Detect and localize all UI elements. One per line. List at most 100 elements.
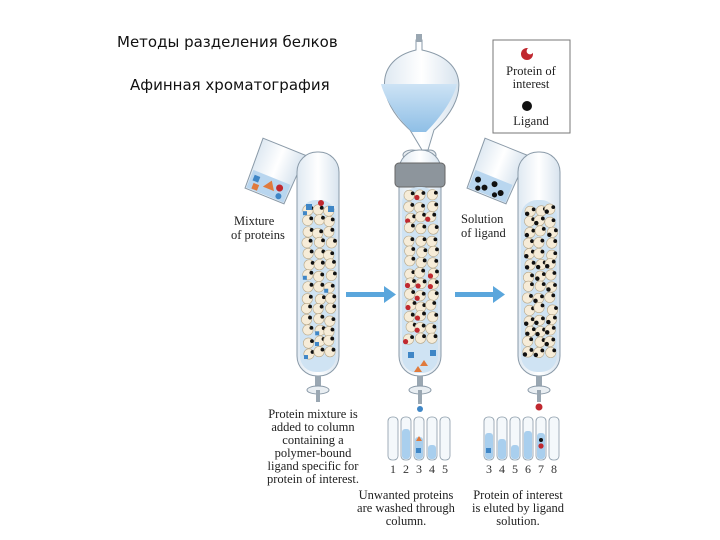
bound-ligand — [540, 303, 545, 308]
bound-ligand — [551, 337, 556, 342]
bound-ligand — [540, 249, 545, 254]
step1-line3: containing a — [282, 433, 344, 447]
free-ligand — [524, 265, 530, 270]
step3-line3: solution. — [496, 514, 539, 528]
unwanted-protein — [408, 352, 414, 358]
bound-ligand — [308, 304, 312, 309]
free-ligand — [533, 298, 538, 304]
legend-protein-label-line2: interest — [513, 77, 550, 91]
bound-protein — [402, 339, 409, 345]
protein-of-interest-icon — [521, 47, 534, 60]
protein-of-interest — [318, 200, 324, 206]
bound-ligand — [551, 205, 556, 210]
ligand-icon — [522, 101, 532, 111]
bound-ligand — [319, 205, 324, 210]
bound-ligand — [530, 239, 534, 244]
bound-protein — [404, 282, 411, 289]
step3-caption: Protein of interest is eluted by ligand … — [472, 488, 565, 528]
step1-line4: polymer-bound — [275, 446, 353, 460]
free-ligand — [535, 276, 540, 281]
free-ligand — [535, 264, 541, 270]
bound-ligand — [541, 226, 546, 231]
legend-protein-label-line1: Protein of — [506, 64, 556, 78]
free-ligand — [522, 352, 528, 357]
bound-ligand — [552, 271, 557, 275]
bound-ligand — [410, 312, 415, 317]
bound-ligand — [411, 247, 416, 251]
bound-protein — [414, 327, 420, 333]
bound-ligand — [529, 348, 534, 352]
unwanted-protein — [416, 448, 421, 453]
bound-ligand — [433, 190, 438, 195]
bound-protein — [414, 315, 421, 321]
bound-ligand — [541, 316, 545, 321]
bound-protein — [414, 295, 420, 301]
elute-tube-rack — [483, 416, 560, 461]
free-ligand — [545, 263, 550, 269]
bound-ligand — [530, 282, 534, 287]
bound-ligand — [410, 335, 414, 340]
bound-protein — [405, 304, 411, 311]
free-ligand — [545, 330, 550, 335]
mixture-label: Mixture of proteins — [231, 214, 285, 242]
bound-protein — [427, 273, 434, 279]
unwanted-protein — [302, 275, 307, 280]
ligand-solution-beaker — [466, 137, 529, 205]
wash-tube-number-1: 1 — [390, 462, 396, 476]
slide-title: Методы разделения белков — [117, 33, 338, 51]
elute-tube-numbers: 3 4 5 6 7 8 — [486, 462, 557, 476]
bound-ligand — [530, 317, 535, 322]
bound-ligand — [553, 239, 558, 243]
bound-ligand — [434, 202, 439, 207]
wash-tube-numbers: 1 2 3 4 5 — [390, 462, 448, 476]
bound-ligand — [433, 334, 438, 339]
bound-ligand — [332, 294, 337, 299]
bound-ligand — [434, 280, 439, 284]
bound-ligand — [308, 294, 313, 299]
collection-tube — [387, 416, 399, 461]
bound-protein — [425, 216, 431, 222]
bound-ligand — [321, 215, 325, 220]
bound-ligand — [309, 282, 314, 287]
bound-ligand — [309, 216, 314, 221]
bound-ligand — [411, 223, 415, 228]
bound-protein — [415, 283, 421, 289]
bound-ligand — [554, 306, 558, 310]
bound-ligand — [551, 259, 556, 264]
unwanted-protein — [420, 360, 428, 366]
unwanted-protein — [414, 366, 422, 372]
bound-ligand — [309, 270, 314, 275]
tube-liquid — [485, 433, 493, 459]
bound-ligand — [553, 228, 558, 233]
ligand-solution-label-line2: of ligand — [461, 226, 507, 240]
bound-ligand — [531, 228, 536, 233]
unwanted-protein — [486, 448, 491, 453]
unwanted-protein — [306, 204, 312, 210]
bound-ligand — [434, 258, 439, 263]
elute-tube-number-4: 4 — [499, 462, 505, 476]
elute-tube-number-3: 3 — [486, 462, 492, 476]
tube-liquid — [511, 445, 519, 459]
free-ligand — [524, 211, 530, 217]
bound-ligand — [540, 348, 545, 353]
bound-ligand — [551, 293, 556, 298]
eluate-drop-2 — [417, 406, 423, 412]
bound-ligand — [433, 237, 438, 242]
bound-ligand — [333, 238, 337, 243]
elute-tube-number-5: 5 — [512, 462, 518, 476]
elute-tube-number-8: 8 — [551, 462, 557, 476]
slide-subtitle: Афинная хроматография — [130, 76, 330, 94]
bound-ligand — [531, 207, 536, 212]
bound-ligand — [421, 268, 426, 273]
separatory-funnel — [381, 34, 460, 162]
bound-ligand — [422, 279, 427, 284]
bound-ligand — [321, 238, 325, 243]
bound-ligand — [422, 237, 427, 242]
bound-ligand — [319, 304, 324, 309]
wash-tube-number-4: 4 — [429, 462, 435, 476]
bound-ligand — [331, 317, 336, 322]
tube-liquid — [402, 429, 410, 459]
ligand-solution-label: Solution of ligand — [461, 212, 507, 240]
bound-ligand — [422, 258, 427, 263]
